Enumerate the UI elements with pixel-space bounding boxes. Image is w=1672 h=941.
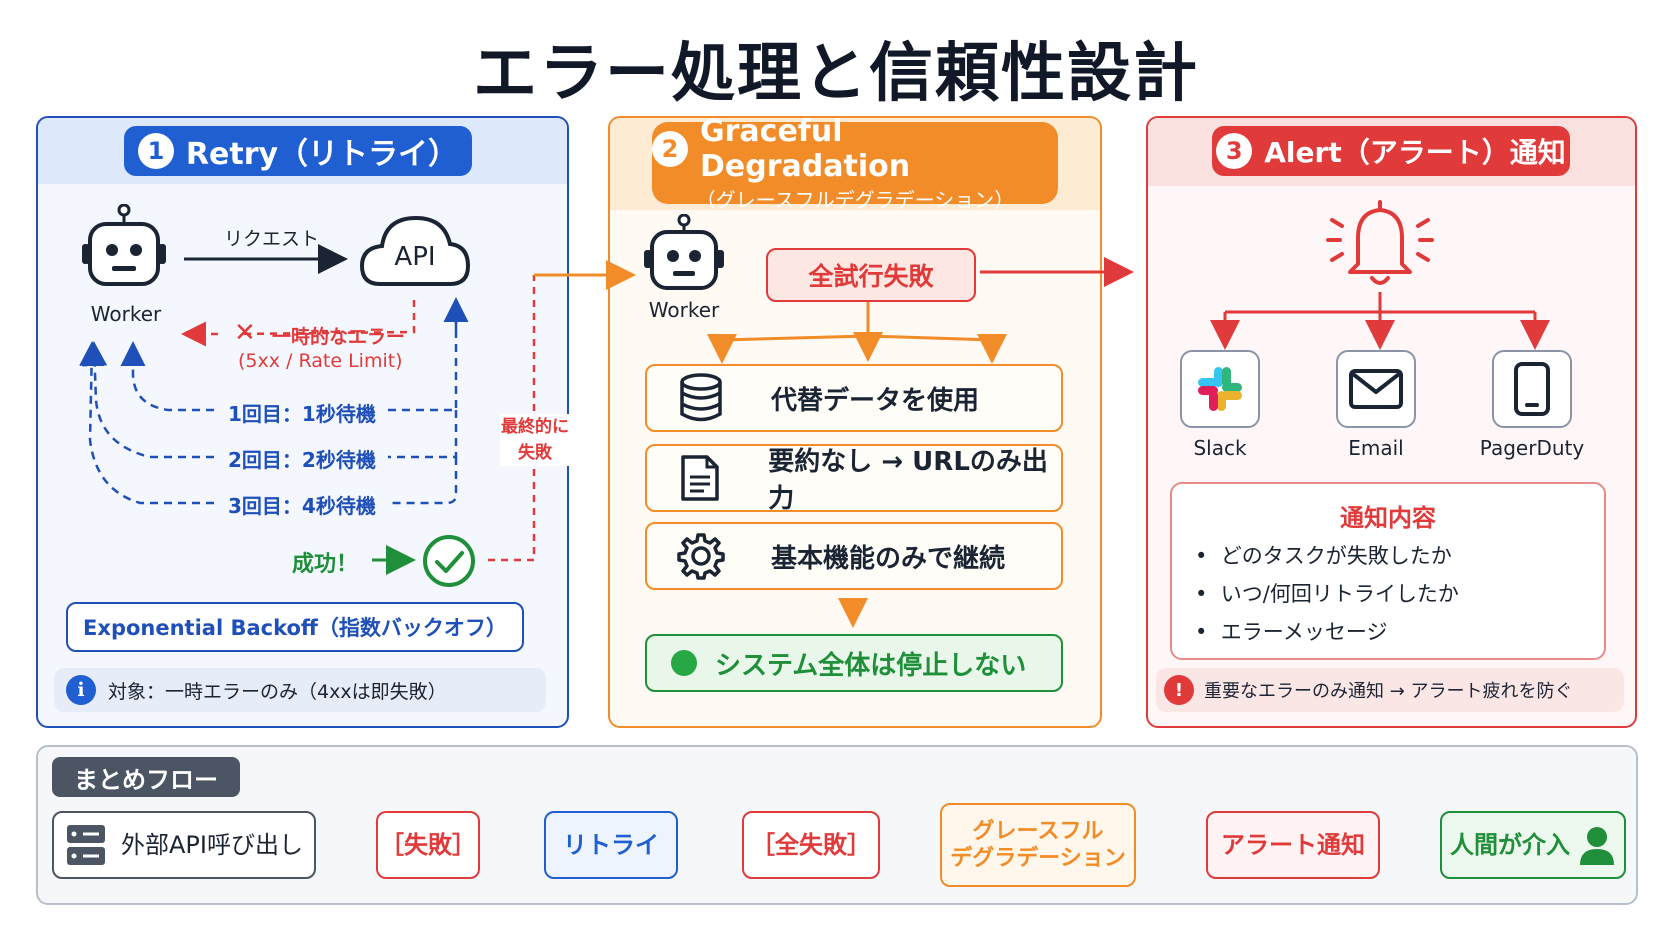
pagerduty-button[interactable] — [1492, 350, 1572, 428]
bell-icon — [1326, 200, 1434, 285]
api-label: API — [394, 242, 436, 272]
document-icon — [680, 455, 719, 501]
flow-step-retry: リトライ — [544, 811, 678, 879]
notification-content-box — [1170, 482, 1606, 660]
person-icon — [1580, 827, 1614, 865]
alert-title-pill: 3 Alert（アラート）通知 — [1212, 126, 1570, 176]
error-label: 一時的なエラー — [272, 326, 406, 348]
page-title: エラー処理と信頼性設計 — [473, 37, 1199, 111]
alert-note: ! 重要なエラーのみ通知 → アラート疲れを防ぐ — [1156, 668, 1624, 712]
step-number-3: 3 — [1216, 133, 1253, 169]
pagerduty-label: PagerDuty — [1479, 436, 1585, 460]
success-check-icon — [423, 535, 475, 587]
step-number-2: 2 — [652, 130, 688, 167]
cloud-icon — [359, 215, 471, 286]
retry-note: i 対象：一時エラーのみ（4xxは即失敗） — [54, 668, 546, 712]
final-fail-line — [488, 275, 536, 562]
request-label: リクエスト — [224, 228, 320, 250]
slack-label: Slack — [1193, 436, 1247, 460]
worker-label-2: Worker — [648, 298, 720, 322]
flow-step-api-call: 外部API呼び出し — [52, 811, 316, 879]
error-x-icon: ✕ — [234, 318, 256, 348]
success-label: 成功！ — [292, 552, 359, 577]
email-button[interactable] — [1336, 350, 1416, 428]
result-box: システム全体は停止しない — [645, 634, 1063, 692]
flow-step-degradation: グレースフル デグラデーション — [940, 803, 1136, 887]
flow-step-degradation-line-1: グレースフル — [972, 818, 1104, 844]
email-icon — [1349, 369, 1403, 409]
error-line — [237, 300, 416, 336]
info-icon: i — [66, 675, 96, 705]
retry-1-curve — [120, 341, 214, 412]
green-dot-icon — [671, 650, 697, 676]
worker-label: Worker — [90, 302, 162, 326]
flow-step-fail: ［失敗］ — [376, 811, 480, 879]
backoff-box: Exponential Backoff（指数バックオフ） — [66, 602, 524, 652]
retry-3-curve — [79, 341, 214, 505]
alert-title: Alert（アラート）通知 — [1264, 136, 1566, 169]
flow-step-all-fail: ［全失敗］ — [742, 811, 880, 879]
phone-icon — [1514, 362, 1550, 416]
flow-step-alert: アラート通知 — [1206, 811, 1380, 879]
slack-button[interactable] — [1180, 350, 1260, 428]
server-icon — [67, 825, 106, 865]
final-fail-line-1: 最終的に — [501, 417, 569, 437]
content-item-3-text: エラーメッセージ — [1220, 620, 1388, 644]
flow-step-1-label: 外部API呼び出し — [121, 831, 303, 859]
retry-note-text: 対象：一時エラーのみ（4xxは即失敗） — [108, 680, 447, 703]
attempt-1: 1回目：1秒待機 — [228, 402, 376, 426]
option-label-3: 基本機能のみで継続 — [771, 543, 1006, 574]
content-item-1: • どのタスクが失敗したか — [1195, 544, 1452, 568]
result-label: システム全体は停止しない — [715, 650, 1027, 681]
robot-icon — [82, 204, 166, 286]
option-row-url-only: 要約なし → URLのみ出力 — [645, 444, 1063, 514]
all-fail-box: 全試行失敗 — [766, 248, 976, 302]
gear-icon — [677, 533, 725, 580]
option-row-basic: 基本機能のみで継続 — [645, 522, 1063, 590]
summary-label: まとめフロー — [52, 757, 240, 797]
content-title: 通知内容 — [1340, 504, 1436, 532]
flow-step-human-label: 人間が介入 — [1450, 831, 1570, 859]
retry-2-curve — [82, 341, 214, 459]
retry-title-pill: 1 Retry（リトライ） — [124, 126, 472, 176]
alert-note-text: 重要なエラーのみ通知 → アラート疲れを防ぐ — [1204, 681, 1573, 702]
robot-icon — [644, 214, 724, 290]
content-item-2-text: いつ/何回リトライしたか — [1220, 582, 1459, 606]
final-fail-label: 最終的に 失敗 — [500, 414, 570, 466]
content-item-1-text: どのタスクが失敗したか — [1220, 544, 1452, 568]
option-row-alt-data: 代替データを使用 — [645, 364, 1063, 432]
degradation-title: Graceful Degradation — [700, 113, 911, 184]
error-sub-label: (5xx / Rate Limit) — [238, 350, 403, 372]
attempt-3: 3回目：4秒待機 — [228, 494, 376, 518]
email-label: Email — [1348, 436, 1404, 460]
option-label-1: 代替データを使用 — [771, 385, 980, 416]
slack-icon — [1198, 367, 1242, 411]
option-label-2: 要約なし → URLのみ出力 — [768, 447, 1048, 514]
retry-title: Retry（リトライ） — [185, 137, 459, 172]
degradation-title-pill: 2 Graceful Degradation （グレースフルデグラデーション） — [652, 114, 1058, 212]
warning-icon: ! — [1164, 675, 1194, 705]
flow-step-degradation-line-2: デグラデーション — [950, 846, 1126, 871]
flow-step-human: 人間が介入 — [1440, 811, 1626, 879]
degradation-subtitle: （グレースフルデグラデーション） — [695, 187, 1015, 212]
attempt-2: 2回目：2秒待機 — [228, 448, 376, 472]
content-item-2: • いつ/何回リトライしたか — [1195, 582, 1459, 606]
content-item-3: • エラーメッセージ — [1195, 620, 1388, 644]
step-number-1: 1 — [137, 133, 174, 169]
database-icon — [680, 373, 722, 422]
final-fail-line-2: 失敗 — [518, 443, 552, 463]
